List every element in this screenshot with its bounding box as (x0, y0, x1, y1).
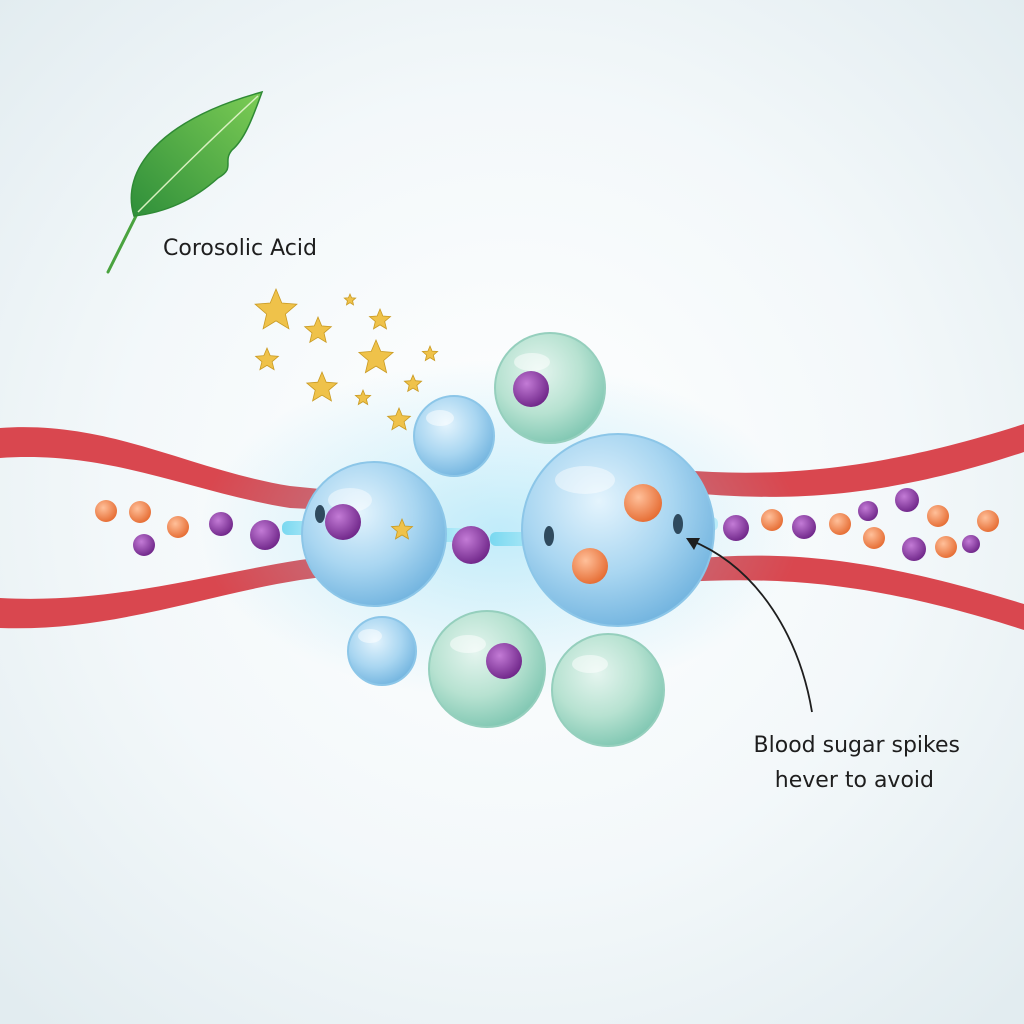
cell-highlight (358, 629, 382, 643)
cell-large-left (301, 461, 447, 607)
glucose-molecule (133, 534, 155, 556)
orange-particle (167, 516, 189, 538)
glucose-molecule (209, 512, 233, 536)
star-icon (386, 406, 412, 431)
orange-particle (829, 513, 851, 535)
callout-arrow (686, 538, 813, 713)
cell-green-bottom-right (551, 633, 665, 747)
glucose-molecule (513, 371, 549, 407)
cell-highlight (514, 353, 550, 371)
star-icon (421, 344, 439, 362)
star-icon (303, 315, 333, 344)
orange-particle (927, 505, 949, 527)
glucose-molecule (792, 515, 816, 539)
receptor-pore (673, 514, 683, 534)
star-icon (357, 338, 395, 374)
star-icon (343, 292, 357, 306)
star-icon (254, 287, 298, 330)
glucose-molecule (962, 535, 980, 553)
cell-large-right (521, 433, 715, 627)
star-icon (390, 517, 414, 540)
cell-highlight (555, 466, 615, 494)
leaf-midrib (137, 95, 259, 213)
callout-arrow-head (686, 538, 700, 550)
star-icon (403, 373, 423, 393)
glucose-molecule (452, 526, 490, 564)
cell-highlight (572, 655, 608, 673)
glucose-molecule (858, 501, 878, 521)
cells (301, 332, 715, 747)
glucose-molecule (723, 515, 749, 541)
cell-green-top (494, 332, 606, 444)
callout-arrow-line (689, 539, 813, 713)
orange-particle (624, 484, 662, 522)
leaf-icon (106, 90, 264, 274)
orange-particle (129, 501, 151, 523)
cell-green-bottom (428, 610, 546, 728)
orange-particle (572, 548, 608, 584)
sparkle-star-icon (254, 287, 439, 540)
bloodstream-particles (95, 488, 999, 561)
callout-line-1: Blood sugar spikes (753, 733, 960, 758)
compound-label: Corosolic Acid (163, 236, 317, 261)
callout-label: Blood sugar spikes hever to avoid (700, 728, 960, 798)
orange-particle (95, 500, 117, 522)
cell-small-blue-top (413, 395, 495, 477)
glucose-molecule (325, 504, 361, 540)
leaf-stem (106, 210, 140, 274)
cell-highlight (450, 635, 486, 653)
orange-particle (761, 509, 783, 531)
cell-small-blue-bottom (347, 616, 417, 686)
receptor-pore (544, 526, 554, 546)
receptor-pores (315, 505, 683, 546)
star-icon (368, 307, 392, 330)
star-icon (305, 370, 339, 402)
orange-particle (935, 536, 957, 558)
star-icon (254, 346, 280, 371)
receptor-pore (315, 505, 325, 523)
glucose-molecule (486, 643, 522, 679)
orange-particle (863, 527, 885, 549)
orange-particle (977, 510, 999, 532)
star-icon (354, 388, 372, 406)
glucose-molecule (250, 520, 280, 550)
glucose-molecule (895, 488, 919, 512)
glucose-molecule (902, 537, 926, 561)
callout-line-2: hever to avoid (774, 768, 934, 793)
cell-highlight (426, 410, 454, 426)
molecules-in-cells (325, 371, 662, 679)
